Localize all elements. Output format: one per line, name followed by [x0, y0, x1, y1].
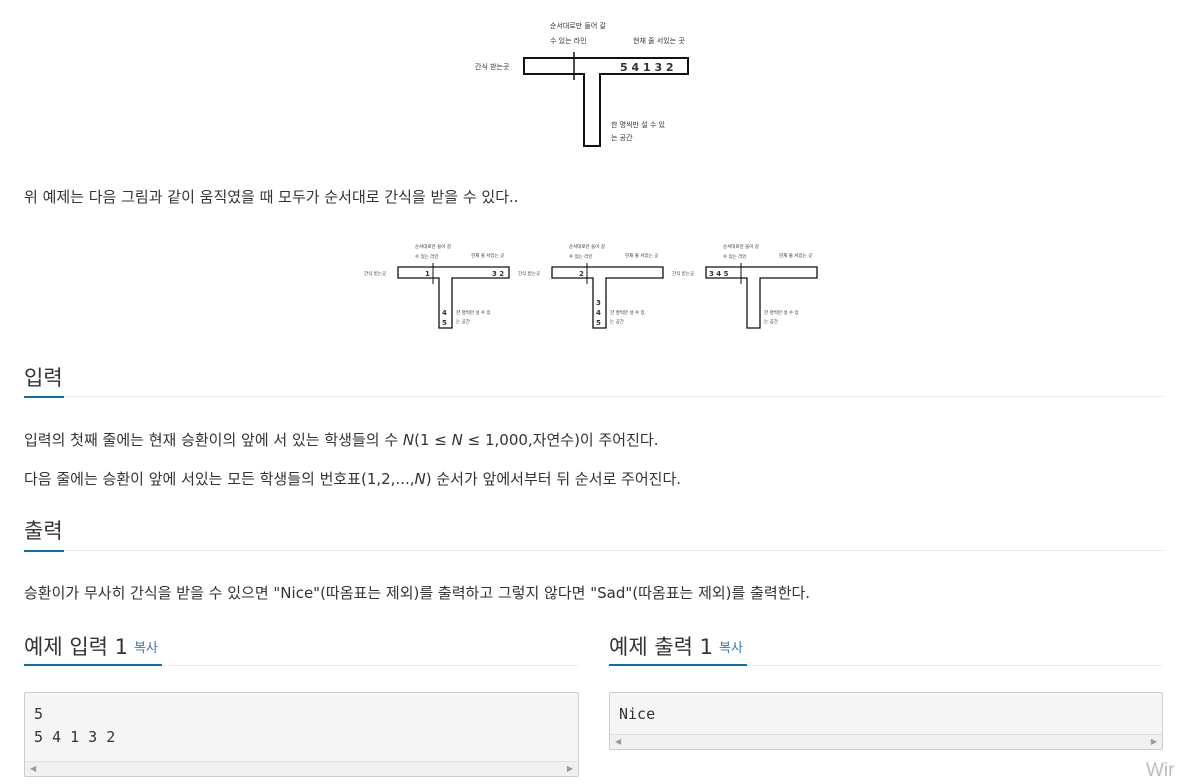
sample-input-box[interactable]: 5 5 4 1 3 2 ◀ ▶: [24, 692, 579, 777]
step-front: 2: [579, 270, 584, 278]
step-t-shape: [705, 266, 818, 329]
sample-output-underline: [609, 664, 747, 666]
step-label-line-2: 수 있는 라인: [723, 253, 747, 260]
step-label-current: 현재 줄 서있는 곳: [471, 252, 504, 259]
output-line: 승환이가 무사히 간식을 받을 수 있으면 "Nice"(따옴표는 제외)를 출…: [24, 584, 811, 602]
figure-label-line-2: 수 있는 라인: [550, 36, 587, 45]
step-label-snack: 간식 받는곳: [518, 270, 540, 277]
sample-input-copy-link[interactable]: 복사: [134, 641, 158, 656]
step-stack-item: 4: [596, 309, 601, 317]
sample-output-copy-link[interactable]: 복사: [719, 641, 743, 656]
input-section-title: 입력: [24, 366, 63, 390]
input-section-underline: [24, 396, 64, 398]
step-label-line-1: 순서대로만 들어 갈: [415, 243, 451, 250]
sample-output-divider: [609, 665, 1163, 666]
step-2: 순서대로만 들어 갈 수 있는 라인 현재 줄 서있는 곳 간식 받는곳 2 3…: [518, 243, 664, 329]
step-stack-item: 5: [596, 319, 601, 327]
step-label-line-2: 수 있는 라인: [415, 253, 439, 260]
scroll-left-icon[interactable]: ◀: [615, 737, 622, 746]
step-label-space-1: 한 명씩만 설 수 있: [610, 309, 645, 316]
step-queue: 3 2: [492, 270, 504, 278]
scroll-right-icon[interactable]: ▶: [1150, 737, 1157, 746]
step-label-current: 현재 줄 서있는 곳: [779, 252, 812, 259]
output-section-divider: [24, 550, 1163, 551]
figure-label-current: 현재 줄 서있는 곳: [633, 36, 685, 45]
figure-label-line-1: 순서대로만 들어 갈: [550, 21, 607, 30]
step-label-space-2: 는 공간: [764, 318, 778, 325]
step-label-line-1: 순서대로만 들어 갈: [723, 243, 759, 250]
step-stack-item: 4: [442, 309, 447, 317]
sample-output-scrollbar[interactable]: ◀ ▶: [610, 734, 1162, 749]
figure-steps: 순서대로만 들어 갈 수 있는 라인 현재 줄 서있는 곳 간식 받는곳 1 3…: [364, 243, 818, 329]
step-front: 3 4 5: [709, 270, 729, 278]
queue-numbers: 5 4 1 3 2: [620, 61, 674, 74]
step-front: 1: [425, 270, 430, 278]
sample-input-underline: [24, 664, 162, 666]
step-t-shape: [551, 266, 664, 329]
step-label-space-1: 한 명씩만 설 수 있: [456, 309, 491, 316]
input-section-divider: [24, 396, 1163, 397]
os-activation-watermark: Wir: [1146, 760, 1175, 781]
scroll-right-icon[interactable]: ▶: [566, 764, 573, 773]
sample-input-scrollbar[interactable]: ◀ ▶: [25, 761, 578, 776]
figure-label-space-1: 한 명씩만 설 수 있: [611, 120, 666, 129]
step-t-shape: [397, 266, 510, 329]
input-line-1: 입력의 첫째 줄에는 현재 승환이의 앞에 서 있는 학생들의 수 N(1 ≤ …: [24, 431, 659, 449]
step-stack-item: 5: [442, 319, 447, 327]
output-section-underline: [24, 550, 64, 552]
step-label-snack: 간식 받는곳: [672, 270, 694, 277]
t-shape-track: [523, 57, 689, 147]
step-label-space-2: 는 공간: [610, 318, 624, 325]
sample-input-content: 5 5 4 1 3 2: [34, 705, 116, 746]
figure-label-snack: 간식 받는곳: [475, 62, 510, 71]
step-label-line-2: 수 있는 라인: [569, 253, 593, 260]
scroll-left-icon[interactable]: ◀: [30, 764, 37, 773]
output-section-title: 출력: [24, 519, 63, 543]
sample-output-box[interactable]: Nice ◀ ▶: [609, 692, 1163, 750]
step-label-line-1: 순서대로만 들어 갈: [569, 243, 605, 250]
step-3: 순서대로만 들어 갈 수 있는 라인 현재 줄 서있는 곳 간식 받는곳 3 4…: [672, 243, 818, 329]
input-line-2: 다음 줄에는 승환이 앞에 서있는 모든 학생들의 번호표(1,2,...,N)…: [24, 470, 682, 488]
step-stack-item: 3: [596, 299, 601, 307]
figure-initial-queue: 순서대로만 들어 갈 수 있는 라인 현재 줄 서있는 곳 간식 받는곳 5 4…: [475, 21, 689, 147]
step-label-space-1: 한 명씩만 설 수 있: [764, 309, 799, 316]
figure-label-space-2: 는 공간: [611, 133, 633, 142]
step-label-snack: 간식 받는곳: [364, 270, 386, 277]
step-label-space-2: 는 공간: [456, 318, 470, 325]
sample-output-content: Nice: [619, 705, 656, 723]
description-text: 위 예제는 다음 그림과 같이 움직였을 때 모두가 순서대로 간식을 받을 수…: [24, 188, 519, 206]
step-label-current: 현재 줄 서있는 곳: [625, 252, 658, 259]
step-1: 순서대로만 들어 갈 수 있는 라인 현재 줄 서있는 곳 간식 받는곳 1 3…: [364, 243, 510, 329]
sample-input-divider: [24, 665, 579, 666]
